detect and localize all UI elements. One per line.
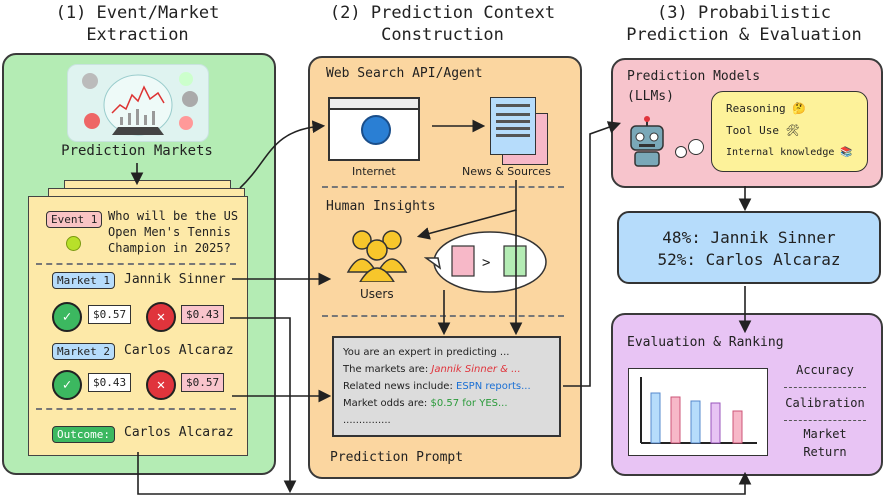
thought-dot bbox=[688, 139, 704, 155]
prompt-line2: The markets are: Jannik Sinner & ... bbox=[343, 361, 550, 378]
metric-accuracy: Accuracy bbox=[796, 363, 854, 377]
col3-title-line1: (3) Probabilistic bbox=[657, 3, 831, 23]
event-question-line2: Open Men's Tennis bbox=[108, 225, 231, 239]
internet-label: Internet bbox=[352, 165, 396, 178]
news-sources-label: News & Sources bbox=[462, 165, 551, 178]
capability-reasoning: Reasoning 🤔 bbox=[726, 98, 853, 120]
capabilities-box: Reasoning 🤔 Tool Use 🛠 Internal knowledg… bbox=[711, 91, 868, 172]
col2-title: (2) Prediction Context Construction bbox=[300, 2, 585, 46]
prompt-line2-label: The markets are: bbox=[343, 364, 429, 375]
books-icon: 📚 bbox=[840, 147, 853, 158]
check-icon: ✓ bbox=[52, 370, 82, 400]
human-insights-label: Human Insights bbox=[326, 199, 436, 214]
prediction-prompt-box: You are an expert in predicting ... The … bbox=[332, 336, 561, 437]
robot-icon bbox=[625, 116, 669, 168]
web-search-label: Web Search API/Agent bbox=[326, 66, 483, 81]
col2-title-line2: Construction bbox=[381, 25, 504, 45]
tennis-ball-icon bbox=[66, 236, 81, 251]
capability-knowledge: Internal knowledge 📚 bbox=[726, 142, 853, 164]
models-label: Prediction Models (LLMs) bbox=[627, 67, 760, 107]
market1-name: Jannik Sinner bbox=[124, 272, 226, 287]
col3-title: (3) Probabilistic Prediction & Evaluatio… bbox=[605, 2, 883, 46]
divider bbox=[322, 315, 564, 317]
thought-dot bbox=[675, 146, 687, 158]
event-question-line1: Who will be the US bbox=[108, 209, 239, 223]
tools-icon: 🛠 bbox=[785, 124, 800, 137]
users-icon bbox=[346, 228, 408, 282]
prompt-line5: ............... bbox=[343, 415, 391, 426]
prediction-market-illustration bbox=[67, 64, 209, 142]
prompt-line1: You are an expert in predicting ... bbox=[343, 347, 510, 358]
event-card bbox=[28, 196, 248, 456]
models-label-line1: Prediction Models bbox=[627, 69, 761, 84]
divider bbox=[322, 186, 564, 188]
outcome-tag: Outcome: bbox=[52, 426, 115, 443]
divider bbox=[36, 263, 236, 265]
event-tag: Event 1 bbox=[46, 211, 103, 228]
prompt-line2-value: Jannik Sinner & ... bbox=[431, 364, 521, 375]
col1-title: (1) Event/Market Extraction bbox=[0, 2, 275, 46]
check-icon: ✓ bbox=[52, 302, 82, 332]
capability-reasoning-label: Reasoning bbox=[726, 102, 786, 115]
prediction-output-box: 48%: Jannik Sinner 52%: Carlos Alcaraz bbox=[617, 211, 881, 284]
metric-return: Return bbox=[803, 445, 847, 459]
preference-bubble: > bbox=[424, 228, 548, 296]
col3-title-line2: Prediction & Evaluation bbox=[626, 25, 862, 45]
card-stack-back1 bbox=[48, 188, 245, 199]
metric-market: Market bbox=[803, 427, 847, 441]
x-icon: ✕ bbox=[146, 302, 176, 332]
event-question-line3: Champion in 2025? bbox=[108, 241, 231, 255]
thinking-face-icon: 🤔 bbox=[792, 102, 806, 115]
outcome-name: Carlos Alcaraz bbox=[124, 425, 234, 440]
users-label: Users bbox=[360, 287, 394, 301]
capability-tool-use: Tool Use 🛠 bbox=[726, 120, 853, 142]
market2-no-price: $0.57 bbox=[181, 373, 225, 392]
market2-name: Carlos Alcaraz bbox=[124, 343, 234, 358]
globe-icon bbox=[361, 115, 391, 145]
market1-tag: Market 1 bbox=[52, 272, 115, 289]
event-question: Who will be the US Open Men's Tennis Cha… bbox=[108, 208, 238, 256]
card-stack-back2 bbox=[64, 180, 231, 191]
col1-title-line2: Extraction bbox=[86, 25, 189, 45]
prediction-line1: 48%: Jannik Sinner bbox=[662, 228, 836, 247]
prompt-line4-value: $0.57 for YES... bbox=[430, 398, 508, 409]
svg-text:>: > bbox=[482, 255, 490, 271]
window-titlebar bbox=[330, 99, 418, 110]
capability-tool-use-label: Tool Use bbox=[726, 124, 779, 137]
col2-title-line1: (2) Prediction Context bbox=[329, 3, 556, 23]
models-label-line2: (LLMs) bbox=[627, 89, 674, 104]
market1-yes-price: $0.57 bbox=[88, 305, 132, 324]
x-icon: ✕ bbox=[146, 370, 176, 400]
prompt-line3-label: Related news include: bbox=[343, 381, 453, 392]
market-chart-icon bbox=[82, 72, 198, 136]
prediction-line2: 52%: Carlos Alcaraz bbox=[657, 250, 841, 269]
news-icon bbox=[490, 97, 536, 155]
col1-title-line1: (1) Event/Market bbox=[55, 3, 220, 23]
market2-yes-price: $0.43 bbox=[88, 373, 132, 392]
internet-window bbox=[328, 97, 420, 161]
capability-knowledge-label: Internal knowledge bbox=[726, 147, 835, 158]
divider bbox=[36, 408, 236, 410]
chart-icon bbox=[628, 368, 768, 456]
evaluation-label: Evaluation & Ranking bbox=[627, 335, 784, 350]
prompt-line4-label: Market odds are: bbox=[343, 398, 428, 409]
prompt-line4: Market odds are: $0.57 for YES... bbox=[343, 395, 550, 412]
market1-no-price: $0.43 bbox=[181, 305, 225, 324]
prediction-prompt-label: Prediction Prompt bbox=[330, 450, 464, 465]
market2-tag: Market 2 bbox=[52, 343, 115, 360]
metric-calibration: Calibration bbox=[785, 396, 865, 410]
metrics-list: Accuracy Calibration Market Return bbox=[778, 361, 872, 461]
divider bbox=[784, 420, 866, 421]
prompt-line3-value: ESPN reports... bbox=[456, 381, 531, 392]
prediction-markets-label: Prediction Markets bbox=[61, 143, 213, 159]
divider bbox=[784, 387, 866, 388]
prompt-line3: Related news include: ESPN reports... bbox=[343, 378, 550, 395]
